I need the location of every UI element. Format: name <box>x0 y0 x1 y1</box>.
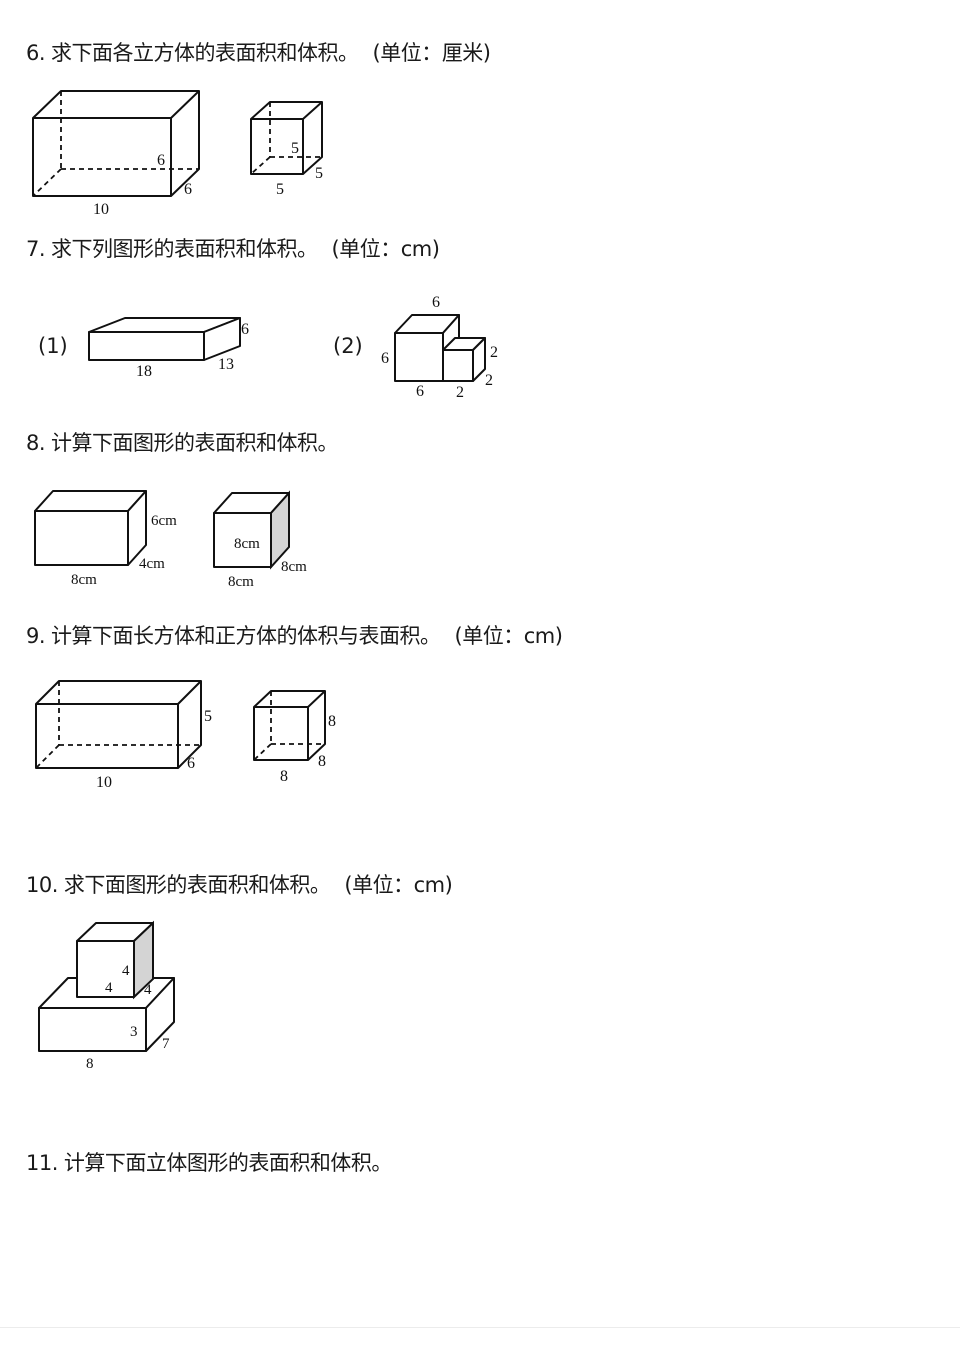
sub-figure-label-1: (1) <box>38 334 68 358</box>
dim-width: 5 <box>315 165 323 182</box>
page-separator <box>0 1327 960 1328</box>
dim-length: 18 <box>136 363 152 380</box>
dim-height: 6 <box>241 321 249 338</box>
dim-width: 8 <box>318 753 326 770</box>
dim-base-width: 7 <box>162 1036 170 1052</box>
dim-width: 4cm <box>139 556 165 572</box>
question-unit: (单位：cm) <box>454 624 563 648</box>
dim-large-top: 6 <box>432 294 440 311</box>
dim-length: 8 <box>280 768 288 785</box>
question-unit: (单位：厘米) <box>372 41 491 65</box>
q8-cuboid-figure: 6cm 4cm 8cm <box>34 490 177 588</box>
dim-length: 10 <box>93 201 109 218</box>
question-11-title: 11.计算下面立体图形的表面积和体积。 <box>26 1149 392 1177</box>
dim-base-height: 3 <box>130 1024 138 1040</box>
q8-cube-figure: 8cm 8cm 8cm <box>213 490 307 590</box>
question-number: 9. <box>26 624 46 648</box>
dim-small-depth: 2 <box>485 372 493 389</box>
dim-height: 5 <box>204 708 212 725</box>
question-text: 计算下面长方体和正方体的体积与表面积。 <box>51 624 441 648</box>
dim-width: 6 <box>187 755 195 772</box>
dim-base-length: 8 <box>86 1056 94 1072</box>
sub-figure-label-2: (2) <box>333 334 363 358</box>
dim-small-bottom: 2 <box>456 384 464 401</box>
dim-top-height: 4 <box>122 963 130 979</box>
dim-top-depth: 4 <box>144 982 152 998</box>
dim-height: 5 <box>291 140 299 157</box>
question-9-title: 9.计算下面长方体和正方体的体积与表面积。 (单位：cm) <box>26 622 563 650</box>
question-8-title: 8.计算下面图形的表面积和体积。 <box>26 429 339 457</box>
question-text: 求下面各立方体的表面积和体积。 <box>51 41 359 65</box>
q6-cube-figure: 5 5 5 <box>250 101 323 198</box>
q9-cuboid-figure: 5 6 10 <box>35 680 212 791</box>
dim-length: 5 <box>276 181 284 198</box>
dim-height: 8cm <box>234 536 260 552</box>
question-10-title: 10.求下面图形的表面积和体积。 (单位：cm) <box>26 871 453 899</box>
question-unit: (单位：cm) <box>331 237 440 261</box>
question-6-title: 6.求下面各立方体的表面积和体积。 (单位：厘米) <box>26 39 491 67</box>
dim-width: 6 <box>184 181 192 198</box>
dim-width: 8cm <box>281 559 307 575</box>
dim-length: 10 <box>96 774 112 791</box>
question-number: 6. <box>26 41 46 65</box>
question-number: 8. <box>26 431 46 455</box>
question-7-title: 7.求下列图形的表面积和体积。 (单位：cm) <box>26 235 440 263</box>
question-number: 10. <box>26 873 58 897</box>
dim-top-front: 4 <box>105 980 113 996</box>
q6-cuboid-figure: 6 6 10 <box>32 90 200 218</box>
question-text: 计算下面立体图形的表面积和体积。 <box>63 1151 393 1175</box>
dim-length: 8cm <box>228 574 254 590</box>
dim-height: 6 <box>157 152 165 169</box>
q10-stacked-figure: 4 4 4 3 7 8 <box>38 920 175 1072</box>
dim-width: 13 <box>218 356 234 373</box>
question-text: 求下面图形的表面积和体积。 <box>63 873 331 897</box>
question-text: 求下列图形的表面积和体积。 <box>51 237 318 261</box>
dim-length: 8cm <box>71 572 97 588</box>
question-unit: (单位：cm) <box>344 873 453 897</box>
dim-small-height: 2 <box>490 344 498 361</box>
q7-combined-figure: 6 6 6 2 2 2 <box>381 294 498 401</box>
q7-cuboid-figure: 6 13 18 <box>88 317 249 380</box>
dim-height: 6cm <box>151 513 177 529</box>
question-number: 11. <box>26 1151 58 1175</box>
dim-large-bottom: 6 <box>416 383 424 400</box>
q9-cube-figure: 8 8 8 <box>253 690 336 785</box>
dim-height: 8 <box>328 713 336 730</box>
question-text: 计算下面图形的表面积和体积。 <box>51 431 339 455</box>
question-number: 7. <box>26 237 46 261</box>
dim-large-height: 6 <box>381 350 389 367</box>
